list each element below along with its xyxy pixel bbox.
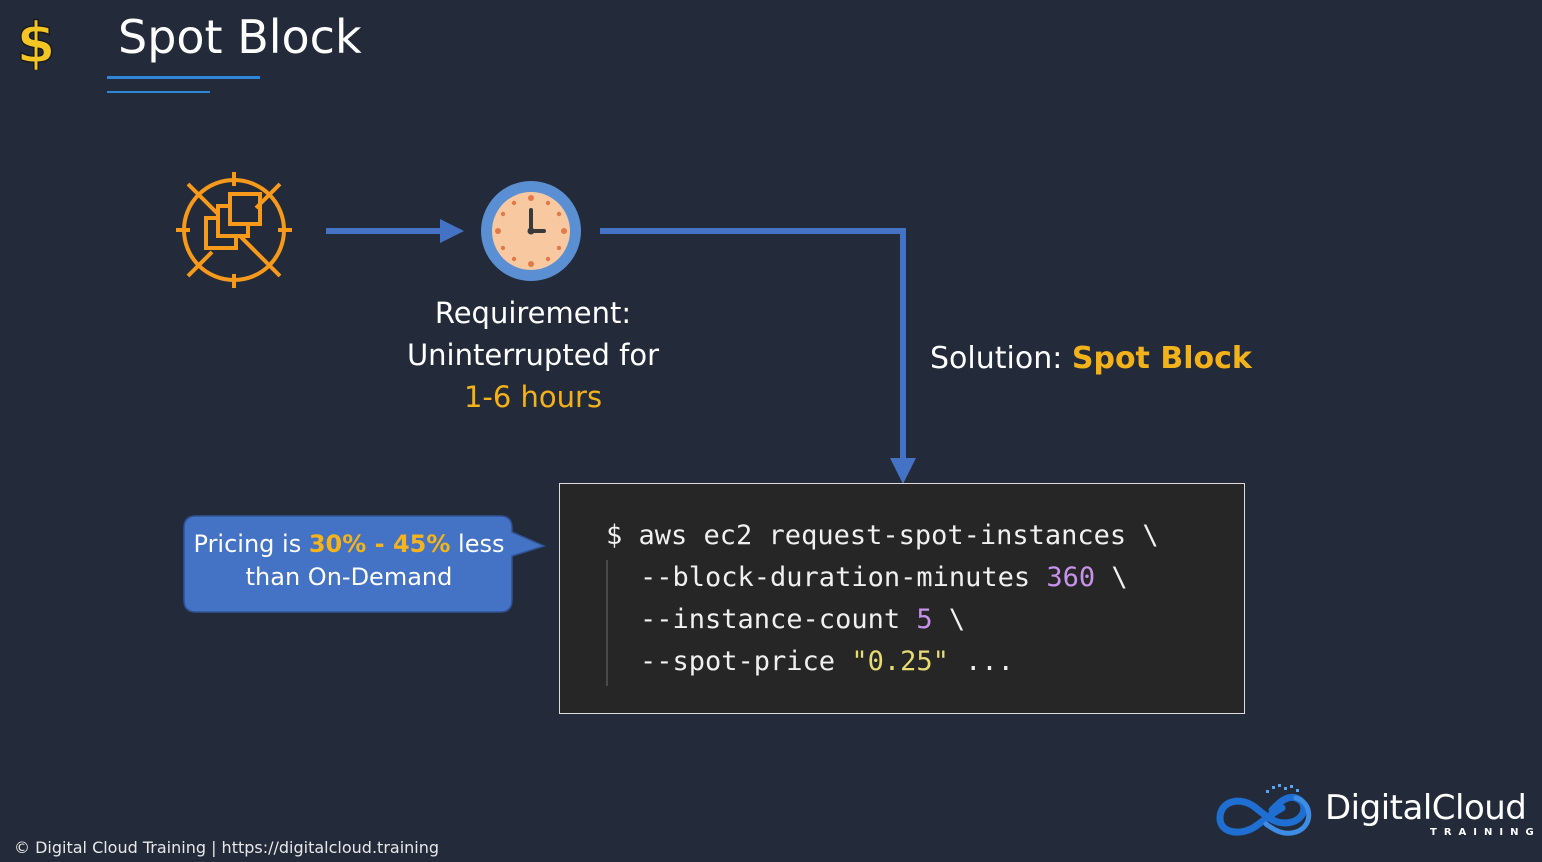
requirement-duration: 1-6 hours bbox=[463, 380, 603, 414]
logo-name: DigitalCloud bbox=[1325, 788, 1527, 828]
code-value: 5 bbox=[916, 604, 933, 635]
pricing-callout-text: Pricing is 30% - 45% less than On-Demand bbox=[186, 528, 512, 594]
code-value: "0.25" bbox=[851, 646, 949, 677]
page-title: Spot Block bbox=[118, 10, 362, 64]
code-tail: \ bbox=[1095, 562, 1128, 593]
clock-icon bbox=[481, 181, 581, 281]
arrow-to-code bbox=[600, 228, 906, 460]
arrow-head-code bbox=[890, 458, 916, 484]
code-block bbox=[559, 483, 1245, 714]
logo-subtitle: TRAINING bbox=[1430, 827, 1541, 838]
solution-highlight: Spot Block bbox=[1071, 341, 1252, 376]
requirement-text: Requirement: Uninterrupted for 1-6 hours bbox=[392, 292, 674, 418]
pricing-callout-bubble bbox=[183, 515, 547, 613]
callout-highlight: 30% - 45% bbox=[308, 530, 451, 558]
code-line-4: --spot-price "0.25" ... bbox=[640, 646, 1014, 677]
code-tail: \ bbox=[932, 604, 966, 635]
code-flag: --block-duration-minutes bbox=[640, 562, 1047, 593]
digitalcloud-logo-icon bbox=[1216, 784, 1312, 836]
solution-label: Solution: bbox=[930, 341, 1072, 376]
code-tail: ... bbox=[948, 646, 1014, 677]
spot-instance-icon bbox=[176, 172, 292, 288]
code-flag: --spot-price bbox=[640, 646, 852, 677]
code-line-3: --instance-count 5 \ bbox=[640, 604, 965, 635]
title-underline-secondary bbox=[107, 91, 210, 93]
title-underline bbox=[107, 76, 260, 79]
callout-suffix: less bbox=[450, 530, 505, 558]
svg-text:$: $ bbox=[17, 11, 56, 70]
code-flag: --instance-count bbox=[640, 604, 917, 635]
requirement-description: Uninterrupted for bbox=[406, 338, 660, 372]
solution-text: Solution: Spot Block bbox=[930, 341, 1252, 376]
callout-prefix: Pricing is bbox=[193, 530, 309, 558]
callout-line2: than On-Demand bbox=[245, 563, 453, 591]
footer-copyright: © Digital Cloud Training | https://digit… bbox=[14, 838, 440, 857]
requirement-label: Requirement: bbox=[434, 296, 632, 330]
arrow-head-clock bbox=[440, 219, 464, 243]
dollar-icon: $ bbox=[16, 10, 56, 70]
code-value: 360 bbox=[1046, 562, 1096, 593]
code-indent-guide bbox=[606, 560, 608, 686]
code-line-1: $ aws ec2 request-spot-instances \ bbox=[606, 520, 1159, 551]
code-line-2: --block-duration-minutes 360 \ bbox=[640, 562, 1128, 593]
